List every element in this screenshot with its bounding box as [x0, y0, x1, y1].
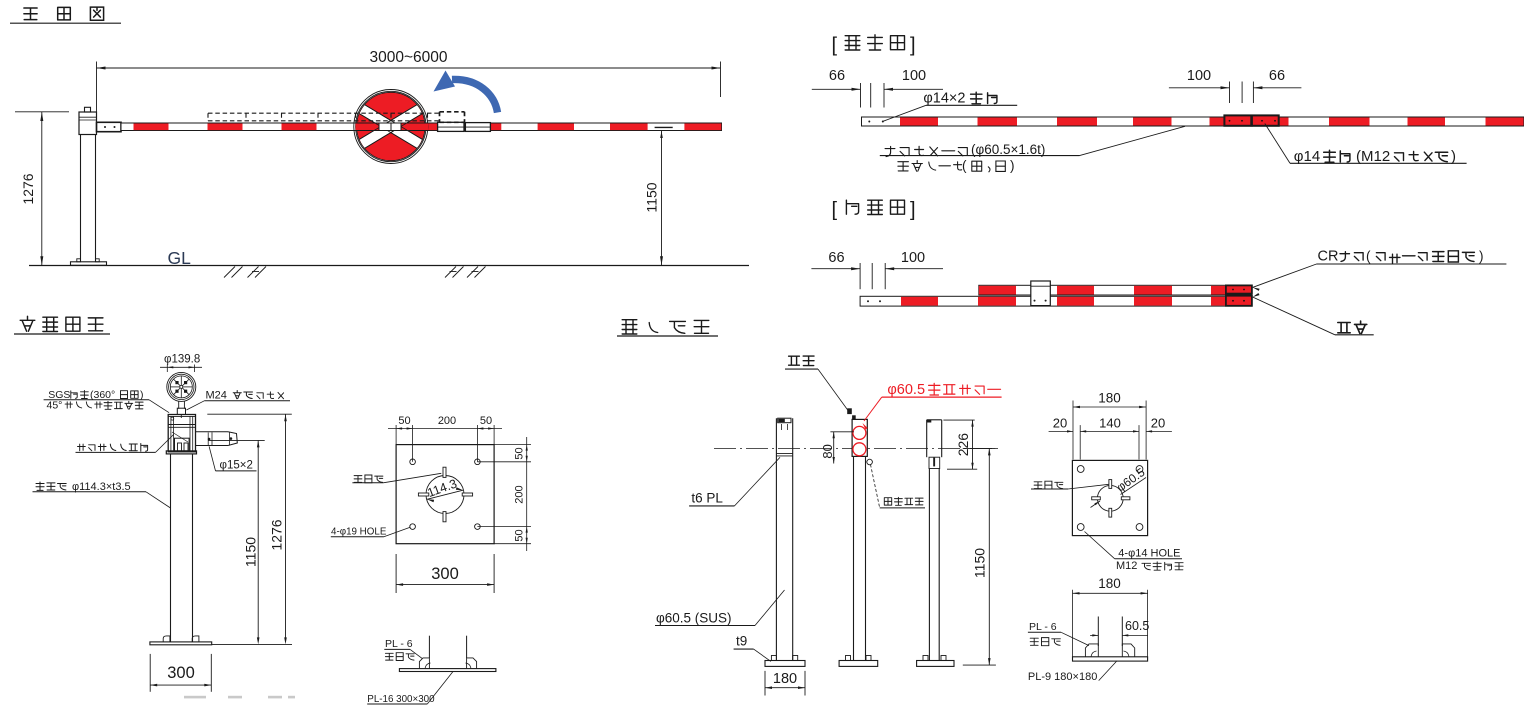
svg-text:M24: M24	[206, 390, 227, 402]
svg-text:50: 50	[514, 529, 526, 541]
svg-text:φ14×2: φ14×2	[923, 91, 965, 107]
svg-text:50: 50	[398, 415, 410, 427]
svg-text:1276: 1276	[20, 173, 36, 204]
svg-text:φ60.5 (SUS): φ60.5 (SUS)	[656, 611, 732, 626]
svg-text:200: 200	[514, 485, 526, 503]
svg-text:300: 300	[167, 664, 195, 682]
svg-text:140: 140	[1099, 415, 1121, 430]
svg-text:PL-16 300×300: PL-16 300×300	[367, 694, 435, 705]
svg-text:1150: 1150	[243, 537, 259, 567]
svg-text:SGS: SGS	[48, 389, 70, 401]
svg-text:226: 226	[955, 433, 971, 457]
svg-text:GL: GL	[168, 248, 192, 268]
svg-text:180: 180	[1098, 391, 1121, 406]
svg-text:t9: t9	[736, 634, 747, 649]
svg-text:φ139.8: φ139.8	[164, 354, 200, 366]
svg-text:PL - 6: PL - 6	[1029, 621, 1057, 633]
svg-text:66: 66	[829, 68, 845, 84]
svg-text:[: [	[832, 199, 838, 221]
svg-text:1150: 1150	[644, 182, 660, 212]
svg-text:(φ60.5×1.6t): (φ60.5×1.6t)	[971, 142, 1045, 157]
svg-text:PL - 6: PL - 6	[385, 638, 413, 650]
svg-text:200: 200	[438, 415, 456, 427]
svg-text:φ60.5: φ60.5	[887, 382, 925, 398]
svg-text:50: 50	[480, 415, 492, 427]
svg-text:PL-9 180×180: PL-9 180×180	[1028, 671, 1097, 683]
svg-text:20: 20	[1151, 415, 1165, 430]
svg-text:M12: M12	[1116, 560, 1137, 572]
svg-text:[: [	[832, 35, 838, 57]
svg-text:): )	[1451, 148, 1456, 165]
svg-text:(: (	[962, 158, 967, 173]
svg-text:4-φ14 HOLE: 4-φ14 HOLE	[1118, 548, 1180, 560]
svg-text:): )	[140, 389, 144, 401]
svg-text:(: (	[1366, 249, 1371, 264]
svg-text:φ15×2: φ15×2	[220, 460, 253, 472]
svg-text:45°: 45°	[47, 400, 63, 412]
svg-text:CR: CR	[1318, 249, 1339, 265]
svg-text:300: 300	[431, 565, 459, 583]
svg-text:100: 100	[902, 68, 926, 84]
svg-text:4-φ19 HOLE: 4-φ19 HOLE	[331, 527, 387, 538]
svg-text:3000~6000: 3000~6000	[369, 49, 447, 66]
svg-text:20: 20	[1053, 415, 1067, 430]
svg-text:]: ]	[910, 35, 916, 57]
svg-text:): )	[1010, 158, 1015, 173]
svg-text:1150: 1150	[972, 548, 988, 578]
svg-text:80: 80	[820, 444, 835, 458]
svg-text:(360°: (360°	[90, 389, 115, 401]
svg-text:180: 180	[773, 671, 797, 687]
svg-text:100: 100	[1187, 68, 1211, 84]
svg-text:50: 50	[514, 447, 526, 459]
svg-text:t6 PL: t6 PL	[691, 491, 723, 506]
svg-text:): )	[1479, 249, 1484, 264]
svg-text:60.5: 60.5	[1125, 619, 1149, 633]
svg-text:100: 100	[901, 250, 925, 266]
svg-text:1276: 1276	[269, 519, 285, 550]
svg-text:φ114.3×t3.5: φ114.3×t3.5	[72, 481, 131, 493]
svg-text:]: ]	[910, 199, 916, 221]
svg-text:φ14: φ14	[1294, 148, 1320, 165]
svg-text:180: 180	[1098, 576, 1121, 591]
svg-text:(M12: (M12	[1356, 148, 1390, 165]
svg-text:66: 66	[1269, 68, 1285, 84]
svg-text:66: 66	[828, 250, 844, 266]
